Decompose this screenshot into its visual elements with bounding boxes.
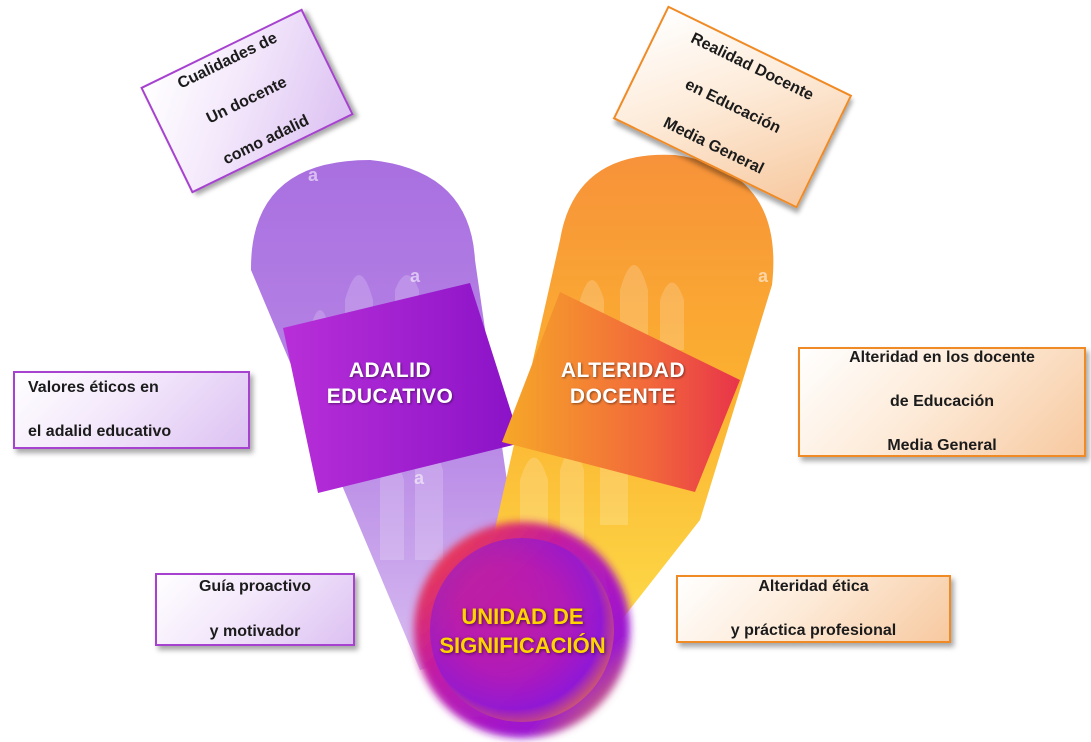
valores-eticos-box: Valores éticos en el adalid educativo — [13, 371, 250, 449]
alteridad-etica-box: Alteridad ética y práctica profesional — [676, 575, 951, 643]
guia-line-1: Guía proactivo — [198, 578, 312, 596]
adalid-band — [283, 283, 521, 493]
watermark-text: a — [414, 468, 425, 488]
alteridad-docentes-line-3: Media General — [887, 437, 997, 455]
adalid-line-1: ADALID — [348, 359, 432, 382]
center-line-1: UNIDAD DE — [461, 604, 584, 629]
alteridad-docentes-line-2: de Educación — [889, 392, 995, 410]
unidad-circle — [414, 522, 630, 738]
alteridad-line-1: ALTERIDAD — [560, 359, 686, 382]
alteridad-line-2: DOCENTE — [569, 385, 677, 409]
alteridad-band — [502, 292, 740, 492]
unidad-significacion-label: UNIDAD DE SIGNIFICACIÓN — [415, 603, 630, 660]
valores-line-2: el adalid educativo — [28, 423, 172, 441]
watermark-text: a — [308, 165, 319, 185]
alteridad-etica-line-2: y práctica profesional — [730, 622, 897, 640]
adalid-educativo-label: ADALID EDUCATIVO — [325, 358, 455, 411]
watermark-text: a — [758, 266, 769, 286]
valores-line-1: Valores éticos en — [28, 378, 159, 396]
center-line-2: SIGNIFICACIÓN — [439, 632, 606, 658]
alteridad-docente-label: ALTERIDAD DOCENTE — [538, 358, 708, 411]
alteridad-etica-line-1: Alteridad ética — [758, 577, 869, 595]
watermark-text: a — [410, 266, 421, 286]
adalid-line-2: EDUCATIVO — [326, 385, 454, 409]
guia-line-2: y motivador — [209, 622, 301, 640]
alteridad-docentes-box: Alteridad en los docente de Educación Me… — [798, 347, 1086, 457]
alteridad-docentes-line-1: Alteridad en los docente — [849, 348, 1035, 366]
guia-proactivo-box: Guía proactivo y motivador — [155, 573, 355, 646]
